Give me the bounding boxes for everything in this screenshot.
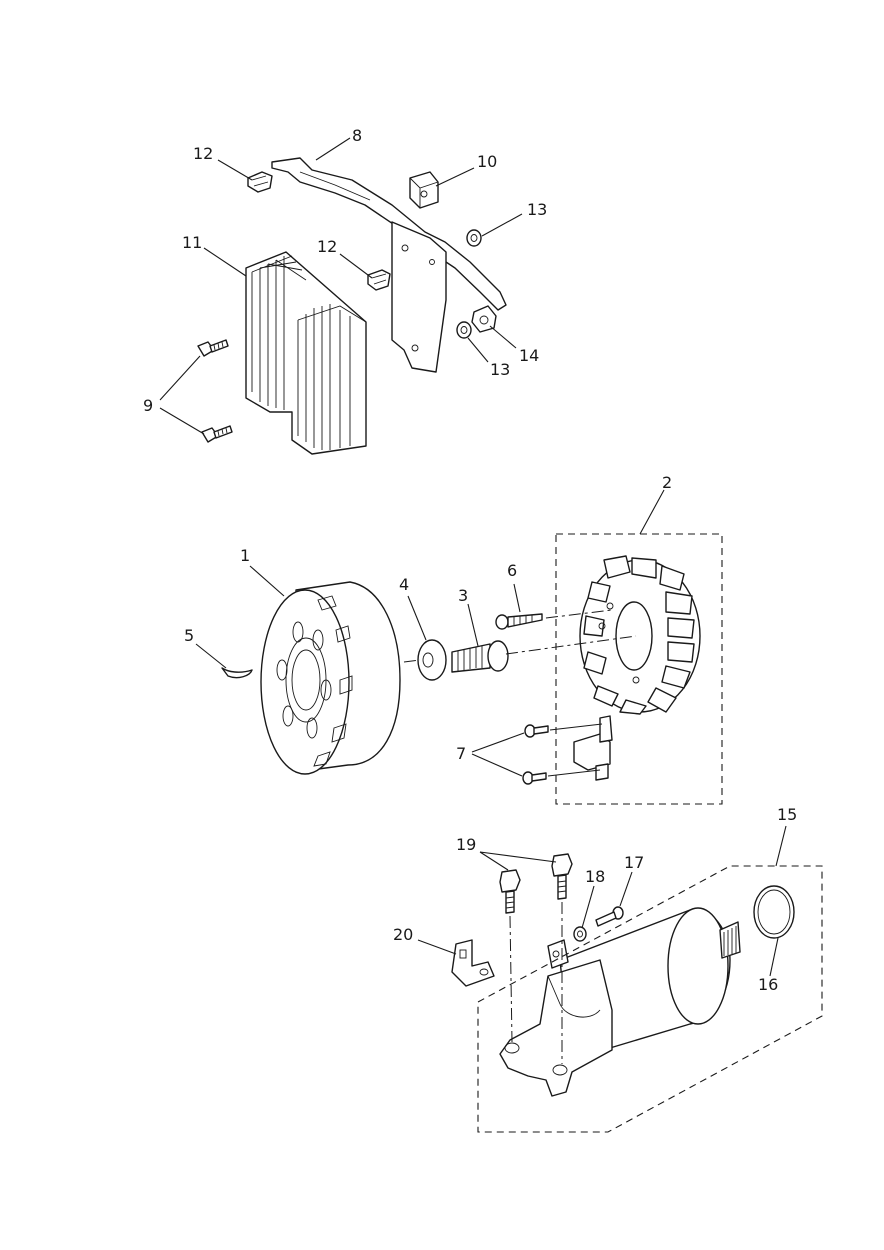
washer-18[interactable] <box>573 926 587 942</box>
rectifier-heatsink-11[interactable] <box>245 251 367 455</box>
axis-bolt-19 <box>509 902 563 1064</box>
label-3: 3 <box>458 586 468 605</box>
pickup-sensor[interactable] <box>573 715 613 781</box>
label-13-lower: 13 <box>490 360 510 379</box>
bolt-19-left[interactable] <box>499 869 521 914</box>
axis-screw-7 <box>547 723 603 777</box>
bracket-20[interactable] <box>451 939 495 987</box>
key-5[interactable] <box>221 667 253 679</box>
kit-outline-starter <box>477 865 823 1133</box>
label-2: 2 <box>662 473 672 492</box>
label-7: 7 <box>456 744 466 763</box>
axis-rotor-stator <box>403 635 637 663</box>
label-6: 6 <box>507 561 517 580</box>
label-12-lower: 12 <box>317 237 337 256</box>
label-15: 15 <box>777 805 797 824</box>
label-14: 14 <box>519 346 539 365</box>
clip-12-lower[interactable] <box>367 269 391 291</box>
screw-7-upper[interactable] <box>524 724 549 738</box>
label-13-upper: 13 <box>527 200 547 219</box>
bolt-9-lower[interactable] <box>201 425 233 443</box>
label-18: 18 <box>585 867 605 886</box>
nut-13-lower[interactable] <box>456 321 472 339</box>
label-12-upper: 12 <box>193 144 213 163</box>
bolt-9-upper[interactable] <box>197 339 229 357</box>
bolt-3[interactable] <box>451 640 509 673</box>
label-19: 19 <box>456 835 476 854</box>
label-8: 8 <box>352 126 362 145</box>
label-17: 17 <box>624 853 644 872</box>
screw-7-lower[interactable] <box>522 771 547 785</box>
nut-10[interactable] <box>409 171 439 209</box>
label-11: 11 <box>182 233 202 252</box>
grommet-14[interactable] <box>471 305 497 333</box>
screw-17[interactable] <box>595 906 624 927</box>
label-9: 9 <box>143 396 153 415</box>
label-4: 4 <box>399 575 409 594</box>
label-20: 20 <box>393 925 413 944</box>
kit-outline-stator <box>555 533 723 805</box>
washer-4[interactable] <box>417 639 447 681</box>
stator-2[interactable] <box>579 555 701 715</box>
clip-12-upper[interactable] <box>247 171 273 193</box>
axis-screw-6 <box>545 609 613 619</box>
bolt-19-right[interactable] <box>551 853 573 900</box>
label-5: 5 <box>184 626 194 645</box>
leader-lines <box>159 137 787 977</box>
rotor-1[interactable] <box>260 581 401 775</box>
label-10: 10 <box>477 152 497 171</box>
bracket-8[interactable] <box>271 157 507 373</box>
oring-16[interactable] <box>753 885 795 939</box>
label-1: 1 <box>240 546 250 565</box>
starter-motor[interactable] <box>499 907 741 1097</box>
label-16: 16 <box>758 975 778 994</box>
nut-13-upper[interactable] <box>466 229 482 247</box>
screw-6[interactable] <box>495 613 543 630</box>
